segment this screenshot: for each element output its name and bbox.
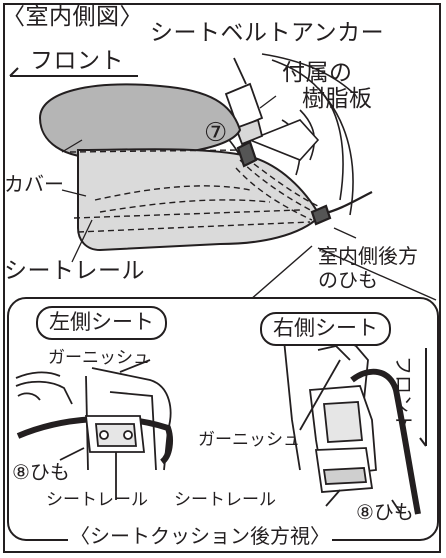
front-arrow-side [419,348,427,447]
seat-rail-label-bottom-1: シートレール [46,490,148,510]
step-8-string-left: ⑧ひも [12,460,70,484]
front-arrow-top [9,67,138,77]
step-8-string-right: ⑧ひも [356,500,414,524]
bottom-view-title: 〈シートクッション後方視〉 [68,524,332,548]
garnish-label-right: ガーニッシュ [198,430,300,450]
detail-connectors [249,245,437,301]
left-seat-label: 左側シート [36,306,167,340]
front-label-top: フロント [30,48,124,74]
right-seat-detail [283,337,421,515]
front-label-side: フロント [392,356,414,433]
garnish-label-left: ガーニッシュ [48,348,150,368]
seatbelt-anchor-label: シートベルトアンカー [150,20,385,46]
seat-cushion-body [77,148,322,252]
resin-plate-label-line2: 樹脂板 [302,86,373,112]
hidden-lines [69,149,323,233]
seat-rail-label-bottom-2: シートレール [174,490,276,510]
string-top [236,140,373,226]
right-seat-label: 右側シート [260,312,391,346]
resin-plate-label-line1: 付属の [282,60,353,86]
leader-lines [61,95,357,263]
seat-rail-label-top: シートレール [4,258,145,284]
cover-label: カバー [4,172,64,196]
step-7-marker: ⑦ [204,118,228,148]
rear-string-label-line2: のひも [318,268,378,292]
rear-string-label-line1: 室内側後方 [318,244,418,268]
outer-frame [3,3,441,553]
top-view-title: 〈室内側図〉 [2,4,143,30]
left-seat-detail [15,359,173,500]
